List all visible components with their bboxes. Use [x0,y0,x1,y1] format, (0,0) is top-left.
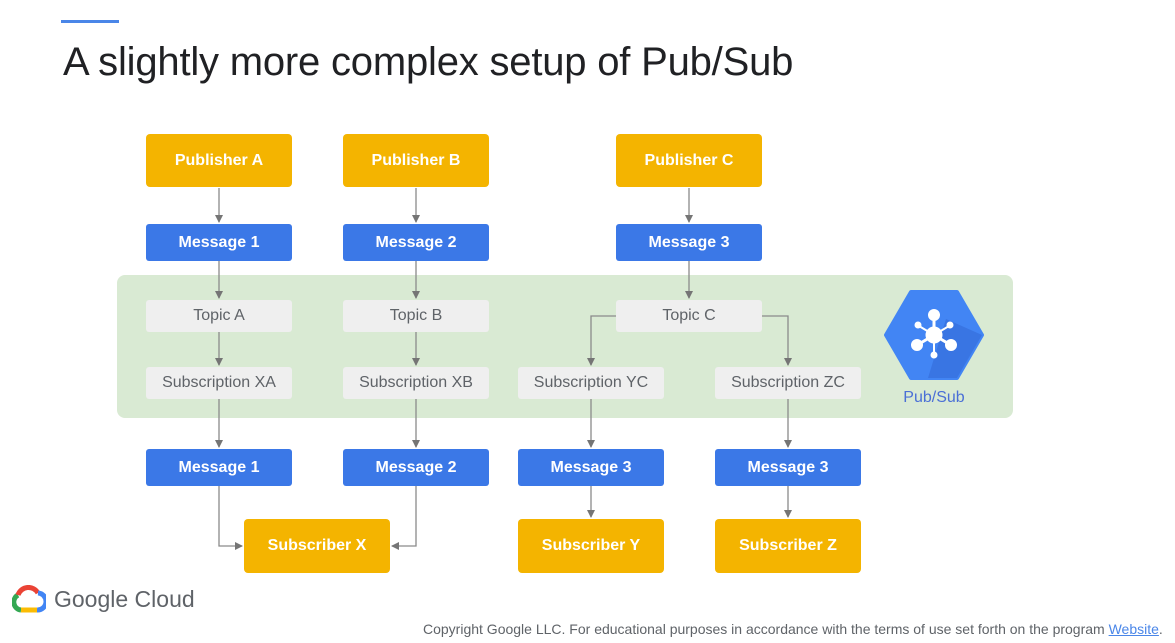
subscription-zc: Subscription ZC [715,367,861,399]
subscription-xb: Subscription XB [343,367,489,399]
subscription-yc: Subscription YC [518,367,664,399]
arrow-topic-c-subscription-zc [762,315,792,366]
published-message-3: Message 3 [616,224,762,261]
title-accent-line [61,20,119,23]
topic-b: Topic B [343,300,489,332]
arrow-topic-c-subscription-yc [587,315,616,366]
published-message-1: Message 1 [146,224,292,261]
page-title: A slightly more complex setup of Pub/Sub [63,40,794,84]
subscriber-z: Subscriber Z [715,519,861,573]
google-cloud-logo: Google Cloud [12,585,195,613]
google-cloud-wordmark: Google Cloud [54,585,195,612]
publisher-b: Publisher B [343,134,489,187]
delivered-message-3-y: Message 3 [518,449,664,486]
delivered-message-2: Message 2 [343,449,489,486]
copyright-notice: Copyright Google LLC. For educational pu… [423,621,1163,637]
topic-a: Topic A [146,300,292,332]
subscriber-x: Subscriber X [244,519,390,573]
delivered-message-3-z: Message 3 [715,449,861,486]
website-link[interactable]: Website [1108,621,1159,637]
arrow-message-1-subscriber-x [218,486,243,550]
topic-c: Topic C [616,300,762,332]
google-cloud-logo-icon [12,585,46,613]
publisher-a: Publisher A [146,134,292,187]
subscription-xa: Subscription XA [146,367,292,399]
pubsub-label: Pub/Sub [903,389,965,406]
arrow-message-2-subscriber-x [391,486,417,550]
pubsub-icon [884,290,984,380]
copyright-end: . [1158,621,1163,637]
delivered-message-1: Message 1 [146,449,292,486]
published-message-2: Message 2 [343,224,489,261]
copyright-text: Copyright Google LLC. For educational pu… [423,621,1109,637]
subscriber-y: Subscriber Y [518,519,664,573]
publisher-c: Publisher C [616,134,762,187]
